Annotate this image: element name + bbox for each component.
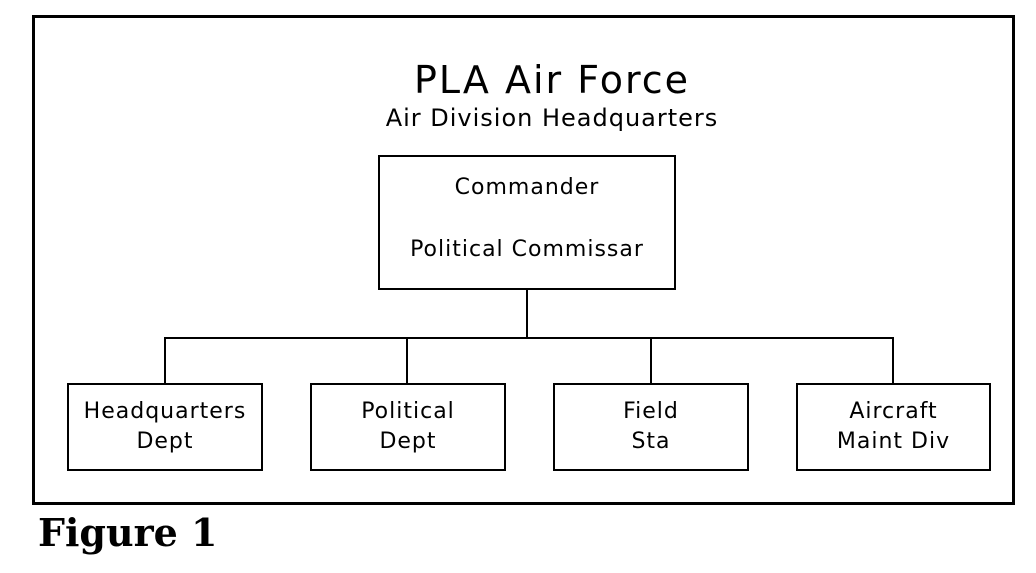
figure-caption: Figure 1 [38, 510, 218, 555]
child-node-label-2: Dept [136, 429, 194, 454]
child-node-headquarters-dept: Headquarters Dept [67, 383, 263, 471]
child-node-political-dept: Political Dept [310, 383, 506, 471]
child-node-label-1: Political [361, 399, 455, 424]
connector-child-4 [892, 337, 894, 383]
connector-child-3 [650, 337, 652, 383]
child-node-field-sta: Field Sta [553, 383, 749, 471]
connector-child-2 [406, 337, 408, 383]
root-node: Commander Political Commissar [378, 155, 676, 290]
child-node-aircraft-maint-div: Aircraft Maint Div [796, 383, 991, 471]
child-node-label-1: Field [623, 399, 679, 424]
root-node-commander: Commander [454, 175, 600, 200]
connector-child-1 [164, 337, 166, 383]
diagram-subtitle: Air Division Headquarters [385, 104, 719, 132]
diagram-frame [32, 15, 1015, 505]
child-node-label-2: Sta [631, 429, 671, 454]
connector-root-down [526, 290, 528, 338]
child-node-label-1: Headquarters [83, 399, 247, 424]
diagram-title: PLA Air Force [413, 58, 691, 102]
connector-horizontal [164, 337, 894, 339]
child-node-label-2: Dept [379, 429, 437, 454]
child-node-label-1: Aircraft [849, 399, 938, 424]
root-node-commissar: Political Commissar [410, 237, 644, 262]
child-node-label-2: Maint Div [836, 429, 951, 454]
